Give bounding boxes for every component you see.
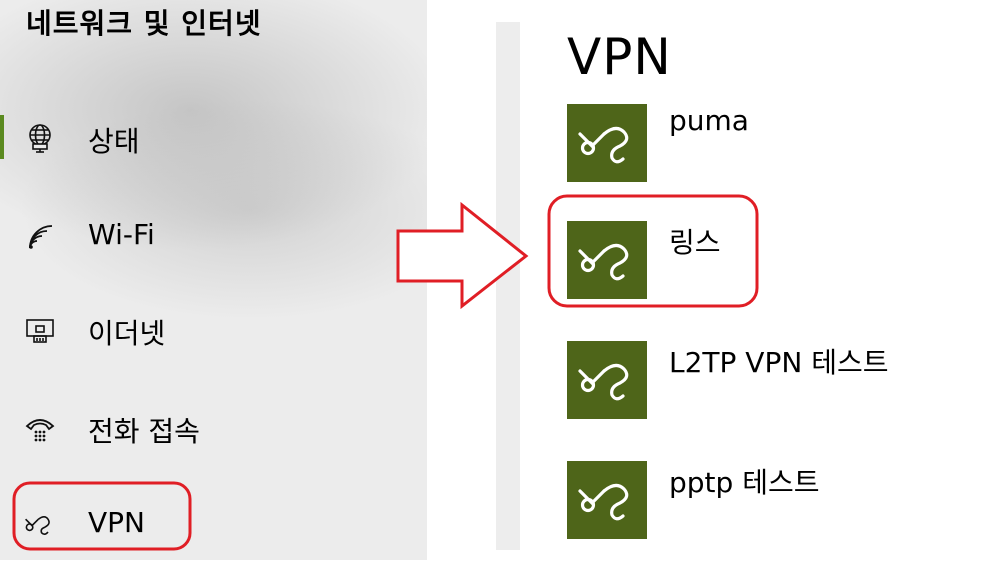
vpn-tile [567, 221, 647, 299]
nav-item-label: Wi-Fi [88, 218, 155, 251]
vpn-icon [578, 483, 629, 521]
vpn-tile [567, 341, 647, 419]
wifi-icon [29, 225, 53, 249]
settings-nav-pane: 네트워크 및 인터넷 상태 W [0, 0, 427, 560]
vpn-connection-item[interactable]: 링스 [567, 221, 967, 299]
nav-title: 네트워크 및 인터넷 [26, 7, 262, 40]
active-indicator [0, 115, 4, 159]
dial-up-icon [25, 419, 55, 442]
nav-item-label: 이더넷 [88, 317, 166, 350]
nav-item-label: 상태 [88, 125, 140, 158]
vpn-connection-name: puma [669, 104, 749, 137]
vpn-icon [578, 126, 629, 164]
vpn-icon [578, 363, 629, 401]
vpn-tile [567, 461, 647, 539]
vpn-connection-name: 링스 [669, 226, 721, 259]
vpn-icon [578, 243, 629, 281]
vpn-connection-name: pptp 테스트 [669, 466, 820, 499]
nav-item-vpn[interactable]: VPN [0, 494, 427, 554]
nav-item-label: 전화 접속 [88, 415, 200, 448]
nav-item-dialup[interactable]: 전화 접속 [0, 398, 427, 458]
vpn-connection-item[interactable]: puma [567, 104, 967, 182]
vpn-icon [25, 516, 50, 535]
vpn-connection-item[interactable]: pptp 테스트 [567, 461, 967, 539]
vpn-connection-name: L2TP VPN 테스트 [669, 346, 889, 379]
vpn-connection-item[interactable]: L2TP VPN 테스트 [567, 341, 967, 419]
page-title: VPN [567, 28, 672, 86]
nav-item-label: VPN [88, 506, 145, 539]
vpn-tile [567, 104, 647, 182]
nav-item-status[interactable]: 상태 [0, 108, 427, 168]
pane-divider [496, 22, 520, 550]
ethernet-icon [26, 319, 54, 343]
nav-item-ethernet[interactable]: 이더넷 [0, 300, 427, 360]
nav-item-wifi[interactable]: Wi-Fi [0, 206, 427, 266]
globe-monitor-icon [29, 124, 51, 153]
